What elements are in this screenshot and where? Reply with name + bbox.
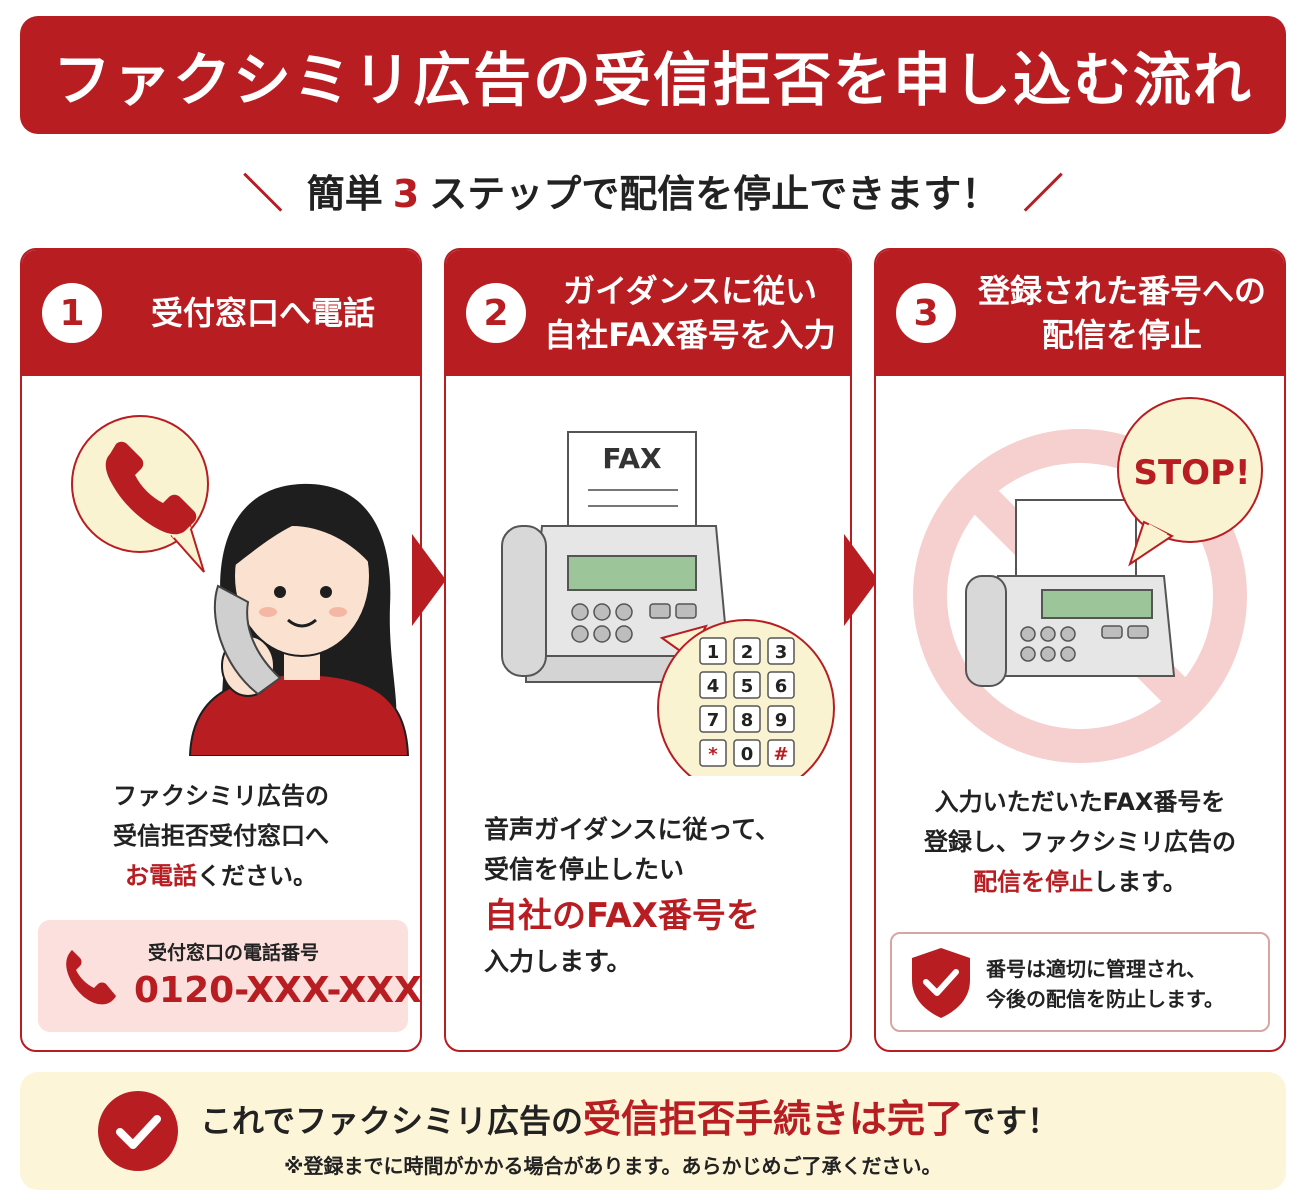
keypad-key [767, 671, 795, 699]
keypad-key [733, 671, 761, 699]
keypad-key-label: 6 [775, 676, 788, 697]
step-2-desc-line2: 受信を停止したい [484, 855, 685, 884]
keypad-key [699, 705, 727, 733]
telephone-receiver-icon [213, 584, 282, 696]
keypad-key [699, 739, 727, 767]
keypad-key [699, 671, 727, 699]
step-3-desc-highlight: 配信を停止 [973, 868, 1094, 896]
woman-calling-illustration [71, 415, 410, 756]
subtitle-suffix: ステップで配信を停止できます！ [429, 171, 1000, 216]
step-3-description: 入力いただいたFAX番号を 登録し、ファクシミリ広告の 配信を停止します。 [876, 782, 1284, 902]
subtitle-number: 3 [392, 171, 420, 216]
step-3-number: 3 [896, 283, 956, 343]
step-2-card: 2 ガイダンスに従い 自社FAX番号を入力 FAX [444, 248, 852, 1052]
subtitle-slash-right: ／ [1023, 171, 1064, 217]
step-1-number: 1 [42, 283, 102, 343]
keypad-key-label: 0 [741, 744, 754, 765]
step-1-desc-line2: 受信拒否受付窓口へ [113, 822, 329, 850]
step-1-desc-rest: ください。 [197, 862, 317, 890]
note-line1: 番号は適切に管理され、 [986, 957, 1207, 981]
step-3-desc-rest: します。 [1093, 868, 1187, 896]
step-2-title-line2: 自社FAX番号を入力 [544, 316, 836, 354]
step-2-title: ガイダンスに従い 自社FAX番号を入力 [540, 269, 850, 357]
keypad-key [767, 705, 795, 733]
note-box: 番号は適切に管理され、 今後の配信を防止します。 [890, 932, 1270, 1032]
phone-icon [105, 441, 197, 535]
step-1-card: 1 受付窓口へ電話 [20, 248, 422, 1052]
step-1-title-line: 受付窓口へ電話 [150, 294, 375, 332]
step-1-header: 1 受付窓口へ電話 [22, 250, 420, 376]
step-1-body: ファクシミリ広告の 受信拒否受付窓口へ お電話ください。 受付窓口の電話番号 0… [22, 376, 420, 1050]
keypad-key-label: 4 [707, 676, 720, 697]
title-banner: ファクシミリ広告の受信拒否を申し込む流れ [20, 16, 1286, 134]
step-3-desc-line2: 登録し、ファクシミリ広告の [924, 828, 1236, 856]
stopped-fax-illustration: STOP! [913, 397, 1263, 763]
step-2-description: 音声ガイダンスに従って、 受信を停止したい 自社のFAX番号を 入力します。 [446, 810, 850, 982]
completion-prefix: これでファクシミリ広告の [200, 1102, 584, 1140]
stop-label: STOP! [1133, 453, 1250, 493]
keypad-key [733, 739, 761, 767]
keypad-key [699, 637, 727, 665]
step-3-desc-line1: 入力いただいたFAX番号を [934, 788, 1226, 816]
completion-message: これでファクシミリ広告の受信拒否手続きは完了です！ [200, 1088, 1059, 1143]
check-circle-icon [98, 1091, 178, 1171]
step-2-header: 2 ガイダンスに従い 自社FAX番号を入力 [446, 250, 850, 376]
step-1-desc-line3: お電話ください。 [22, 856, 420, 896]
step-3-title: 登録された番号への 配信を停止 [970, 269, 1284, 357]
completion-highlight: 受信拒否手続きは完了 [583, 1097, 964, 1141]
keypad-key-label: # [773, 744, 788, 765]
step-3-card: 3 登録された番号への 配信を停止 [874, 248, 1286, 1052]
step-1-description: ファクシミリ広告の 受信拒否受付窓口へ お電話ください。 [22, 776, 420, 896]
step-2-desc-highlight: 自社のFAX番号を [484, 896, 760, 936]
step-2-title-line1: ガイダンスに従い [562, 272, 818, 310]
step-3-title-line2: 配信を停止 [1041, 316, 1202, 354]
keypad-key [733, 637, 761, 665]
step-2-desc-line4: 入力します。 [484, 947, 632, 976]
step-3-body: STOP! 入力いただいたFAX番号を 登録し、ファクシミリ広告の 配信を停止し… [876, 376, 1284, 1050]
completion-note: ※登録までに時間がかかる場合があります。あらかじめご了承ください。 [284, 1154, 942, 1178]
keypad-key-label: 5 [741, 676, 754, 697]
note-text: 番号は適切に管理され、 今後の配信を防止します。 [986, 954, 1224, 1014]
keypad-key [767, 637, 795, 665]
keypad-key-label: 8 [741, 710, 754, 731]
step-3-desc-line3: 配信を停止します。 [876, 862, 1284, 902]
keypad-key [733, 705, 761, 733]
step-1-desc-line1: ファクシミリ広告の [113, 782, 329, 810]
shield-check-icon [912, 948, 970, 1018]
note-line2: 今後の配信を防止します。 [986, 987, 1224, 1011]
completion-suffix: です！ [963, 1102, 1060, 1140]
step-3-title-line1: 登録された番号への [977, 272, 1266, 310]
step-2-number: 2 [466, 283, 526, 343]
keypad-key [767, 739, 795, 767]
fax-paper-label: FAX [602, 442, 662, 475]
keypad-key-label: 2 [741, 642, 754, 663]
keypad-key-label: * [708, 744, 718, 765]
arrow-right-icon [844, 534, 878, 626]
arrow-right-icon [412, 534, 446, 626]
keypad-key-label: 9 [775, 710, 788, 731]
keypad-key-label: 3 [775, 642, 788, 663]
completion-banner: これでファクシミリ広告の受信拒否手続きは完了です！ ※登録までに時間がかかる場合… [20, 1072, 1286, 1190]
page-title: ファクシミリ広告の受信拒否を申し込む流れ [52, 46, 1253, 114]
phone-number-label: 受付窓口の電話番号 [148, 942, 320, 964]
step-3-header: 3 登録された番号への 配信を停止 [876, 250, 1284, 376]
step-2-desc-line1: 音声ガイダンスに従って、 [484, 815, 781, 844]
phone-icon [66, 950, 116, 1005]
stop-bubble: STOP! [1117, 397, 1263, 567]
step-1-desc-highlight: お電話 [125, 862, 197, 890]
subtitle-slash-left: ＼ [242, 171, 283, 217]
keypad-key-label: 7 [707, 710, 720, 731]
phone-number-box: 受付窓口の電話番号 0120-XXX-XXX [38, 920, 420, 1032]
keypad-key-label: 1 [707, 642, 720, 663]
subtitle-prefix: 簡単 [306, 171, 383, 216]
step-1-title: 受付窓口へ電話 [116, 291, 420, 335]
phone-number: 0120-XXX-XXX [134, 970, 422, 1011]
